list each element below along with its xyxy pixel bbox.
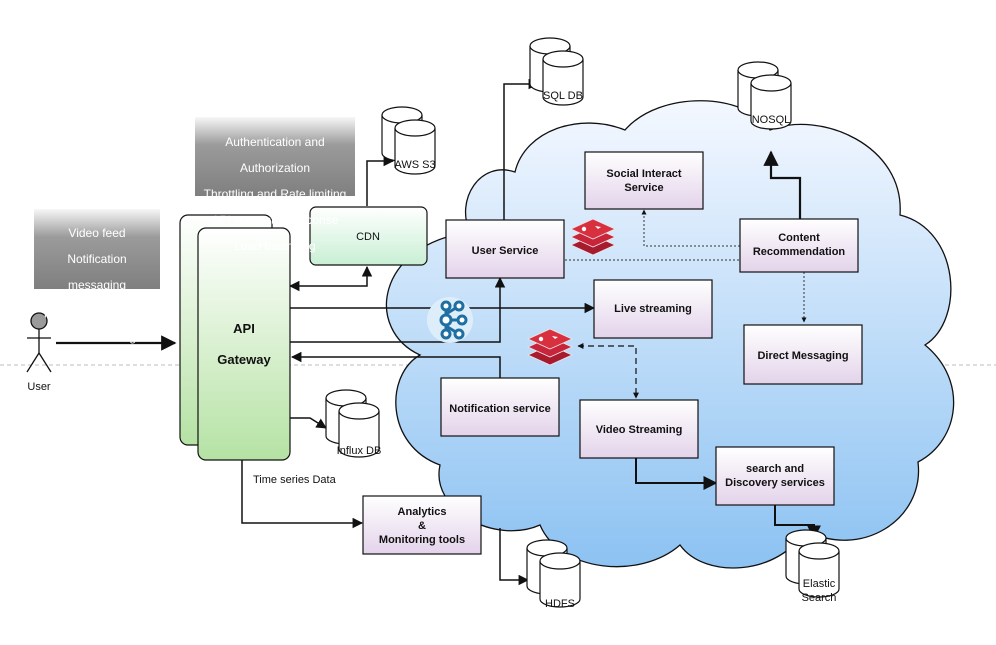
edge-cache-video [577,343,639,399]
cdn-label: CDN [356,231,380,243]
video-streaming-label: Video Streaming [596,424,683,436]
note-line: Authorization [239,161,311,175]
user-features-note: Video feed Notification messaging profil… [34,209,160,344]
hdfs-label: HDFS [545,598,575,610]
hdfs-database-icon[interactable]: HDFS [526,539,581,610]
direct-messaging-label: Direct Messaging [757,350,848,362]
time-series-label: Time series Data [253,474,337,486]
notification-service-box[interactable]: Notification service [440,377,560,437]
note-line: profile management [43,304,151,318]
nosql-database-icon[interactable]: NOSQL [737,61,792,130]
note-line: Video feed [68,226,126,240]
user-actor-icon [26,312,52,373]
message-queue-icon [427,297,473,343]
content-rec-label-2: Recommendation [753,246,846,258]
user-service-box[interactable]: User Service [445,219,565,279]
analytics-label-2: & [418,520,426,532]
gateway-label-2: Gateway [217,352,271,367]
notification-service-label: Notification service [449,403,550,415]
user-service-label: User Service [472,245,539,257]
gateway-label-1: API [233,321,255,336]
note-line: Live streaming [57,330,137,344]
search-discovery-box[interactable]: search and Discovery services [715,446,835,506]
edge-content-social [641,209,740,247]
edge-video-search [635,458,718,490]
direct-messaging-box[interactable]: Direct Messaging [743,324,863,385]
search-discovery-label-1: search and [746,463,804,475]
elastic-label-1: Elastic [803,578,836,590]
social-interact-service-box[interactable]: Social Interact Service [584,151,704,210]
note-line: Load balancing [234,239,316,253]
social-interact-label-1: Social Interact [606,168,682,180]
edge-gateway-cdn [288,265,373,292]
redis-cache-icon [570,218,616,256]
analytics-label-3: Monitoring tools [379,534,465,546]
content-rec-label-1: Content [778,232,820,244]
api-gateway[interactable]: API Gateway [179,214,291,461]
edge-notification-gateway [290,351,501,378]
social-interact-label-2: Service [624,182,663,194]
aws-s3-database-icon[interactable]: AWS S3 [381,106,436,175]
search-discovery-label-2: Discovery services [725,477,825,489]
content-recommendation-box[interactable]: Content Recommendation [739,218,859,273]
analytics-monitoring-box[interactable]: Analytics & Monitoring tools [362,495,482,555]
note-line: API request & response [211,213,339,227]
sql-db-label: SQL DB [543,90,583,102]
redis-cache-icon [527,328,573,366]
edge-userservice-sql [503,78,540,220]
edge-gateway-userservice [290,276,506,343]
aws-s3-label: AWS S3 [394,159,435,171]
user-label: User [27,381,51,393]
analytics-label-1: Analytics [398,506,447,518]
note-line: Throttling and Rate limiting [203,187,347,201]
edge-content-nosql [763,150,802,219]
sql-db-database-icon[interactable]: SQL DB [529,37,584,106]
note-line: Notification [67,252,127,266]
live-streaming-label: Live streaming [614,303,692,315]
edge-cdn-s3 [366,155,395,206]
video-streaming-box[interactable]: Video Streaming [579,399,699,459]
edge-gateway-analytics [241,460,364,529]
edge-gateway-influx [290,417,327,429]
elastic-label-2: Search [802,592,837,604]
influx-db-label: Influx DB [337,445,382,457]
live-streaming-box[interactable]: Live streaming [593,279,713,339]
influx-db-database-icon[interactable]: Influx DB [325,389,382,458]
note-line: messaging [67,278,127,292]
note-line: Authentication and [225,135,325,149]
cdn-node[interactable]: CDN [309,206,428,266]
gateway-features-note: Authentication and Authorization Throttl… [195,117,355,253]
elastic-search-database-icon[interactable]: Elastic Search [785,529,840,604]
edge-analytics-hdfs [499,528,530,586]
nosql-label: NOSQL [752,114,791,126]
